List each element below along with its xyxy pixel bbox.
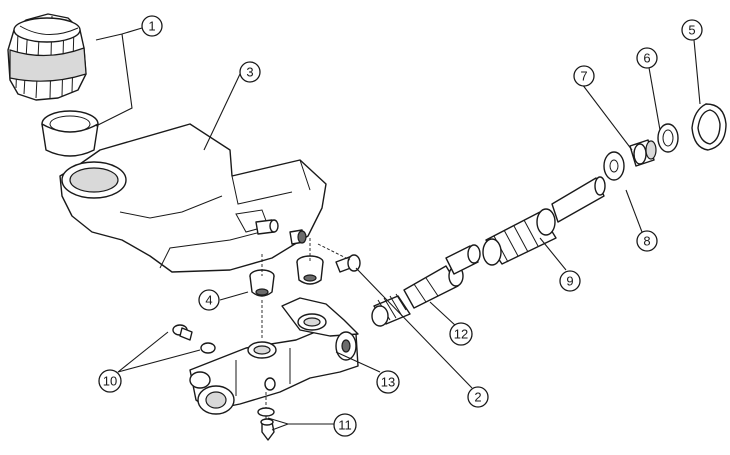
o-ring-11 xyxy=(257,407,275,417)
callout-2: 2 xyxy=(467,386,489,408)
master-cylinder-body xyxy=(189,297,359,415)
callout-12: 12 xyxy=(449,322,473,346)
primary-piston xyxy=(482,176,606,266)
callout-12-label: 12 xyxy=(454,327,468,342)
callout-4: 4 xyxy=(198,289,220,311)
callout-5-label: 5 xyxy=(688,23,695,38)
fitting-screw-10 xyxy=(172,324,193,341)
callout-8: 8 xyxy=(636,230,658,252)
callout-10: 10 xyxy=(98,369,122,393)
callout-7: 7 xyxy=(573,65,595,87)
cap-seal xyxy=(41,110,99,157)
callout-6-label: 6 xyxy=(643,51,650,66)
callout-11: 11 xyxy=(333,413,357,437)
callout-3: 3 xyxy=(239,61,261,83)
callout-9-label: 9 xyxy=(566,274,573,289)
callout-10-label: 10 xyxy=(103,374,117,389)
reservoir-pin xyxy=(335,254,361,273)
reservoir-tank xyxy=(59,123,327,273)
callout-5: 5 xyxy=(681,19,703,41)
callout-1-label: 1 xyxy=(148,19,155,34)
grommet-left xyxy=(249,269,275,297)
callout-3-label: 3 xyxy=(246,65,253,80)
callout-11-label: 11 xyxy=(338,418,352,433)
callout-9: 9 xyxy=(559,270,581,292)
callout-7-label: 7 xyxy=(580,69,587,84)
piston-seal xyxy=(629,139,657,167)
callout-6: 6 xyxy=(636,47,658,69)
callout-8-label: 8 xyxy=(643,234,650,249)
snap-ring xyxy=(691,103,727,151)
reservoir-cap xyxy=(7,13,87,101)
callout-4-label: 4 xyxy=(205,293,212,308)
callout-13: 13 xyxy=(376,370,400,394)
callout-13-label: 13 xyxy=(381,375,395,390)
o-ring-10 xyxy=(200,342,216,354)
secondary-piston xyxy=(371,244,481,327)
stop-ring xyxy=(657,123,679,153)
fitting-screw-11 xyxy=(260,418,275,441)
callout-2-label: 2 xyxy=(474,390,481,405)
callout-1: 1 xyxy=(141,15,163,37)
washer xyxy=(603,151,625,181)
leader-lines xyxy=(95,27,701,431)
